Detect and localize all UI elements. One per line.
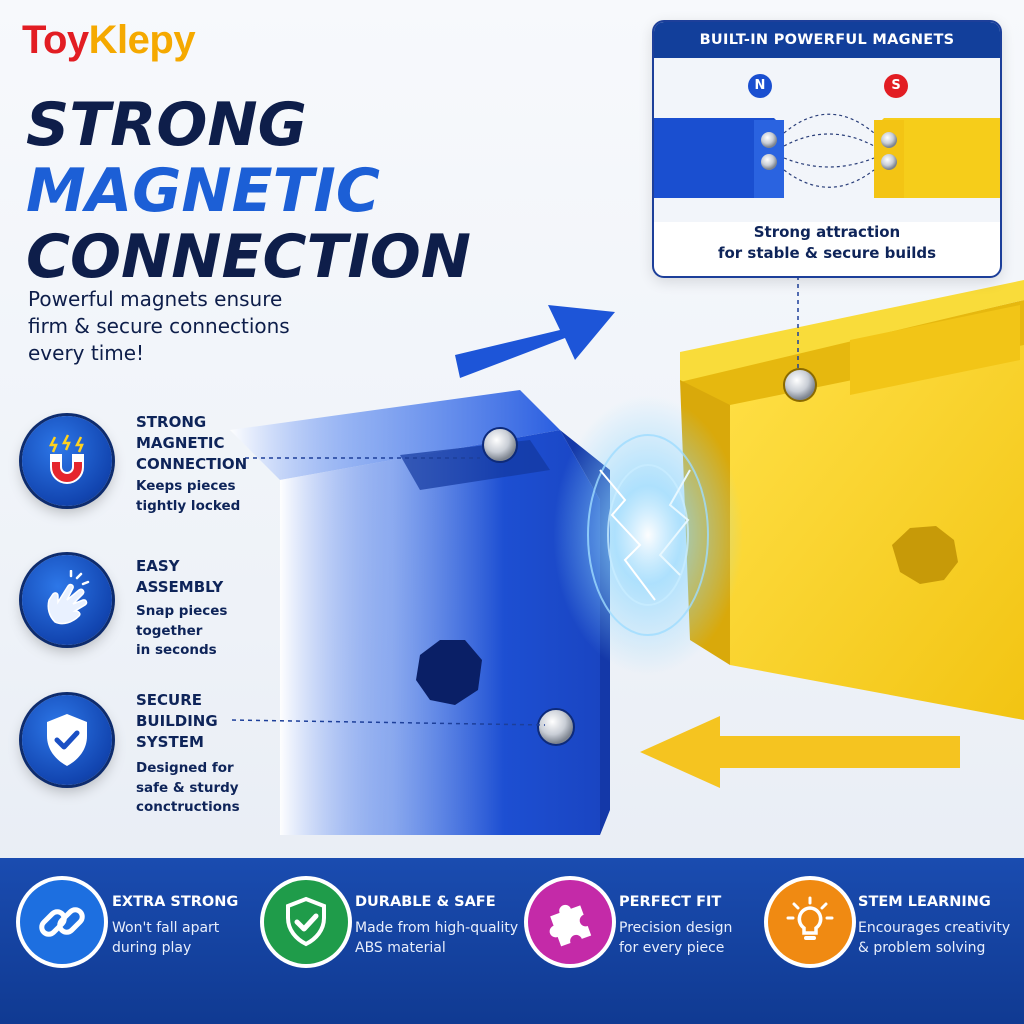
puzzle-piece-icon — [549, 904, 592, 947]
benefit-desc: Made from high-quality ABS material — [355, 920, 519, 956]
inset-caption: Strong attraction for stable & secure bu… — [717, 223, 937, 262]
benefit-title: PERFECT FIT — [619, 894, 722, 910]
brand-logo-part1: Toy — [22, 18, 89, 62]
product-illustration — [230, 276, 1024, 835]
benefit-desc: Precision design for every piece — [619, 920, 733, 956]
feature-easy-assembly: EASY ASSEMBLY Snap pieces together in se… — [136, 556, 227, 661]
feature-desc: Snap pieces together in seconds — [136, 603, 228, 658]
feature-title: STRONG MAGNETIC CONNECTION — [136, 413, 248, 473]
magnet-field-diagram — [654, 58, 1000, 222]
inset-title: BUILT-IN POWERFUL MAGNETS — [654, 22, 1000, 58]
page-title: STRONG MAGNETIC CONNECTION — [26, 92, 471, 290]
feature-secure-building: SECURE BUILDING SYSTEM Designed for safe… — [136, 690, 240, 818]
benefit-icon-durable — [264, 880, 348, 964]
chain-link-icon — [39, 907, 85, 937]
feature-icon-hand — [22, 555, 112, 645]
feature-icon-magnet — [22, 416, 112, 506]
benefit-title: EXTRA STRONG — [112, 894, 239, 910]
benefit-icon-extra-strong — [20, 880, 104, 964]
benefit-perfect-fit: PERFECT FIT Precision design for every p… — [619, 892, 732, 958]
north-pole-badge: N — [748, 74, 772, 98]
south-pole-badge: S — [884, 74, 908, 98]
title-line-2: MAGNETIC — [26, 156, 380, 226]
feature-icon-shield — [22, 695, 112, 785]
magnet-inset-panel: BUILT-IN POWERFUL MAGNETS N S Strong att… — [652, 20, 1002, 278]
feature-title: EASY ASSEMBLY — [136, 557, 224, 596]
feature-strong-magnetic: STRONG MAGNETIC CONNECTION Keeps pieces … — [136, 412, 247, 516]
benefit-title: STEM LEARNING — [858, 894, 991, 910]
shield-check-icon — [47, 714, 87, 766]
benefit-desc: Won't fall apart during play — [112, 920, 220, 956]
brand-logo-part2: Klepy — [88, 18, 196, 62]
benefits-band — [0, 858, 1024, 1024]
magnet-icon — [48, 434, 84, 484]
benefit-icon-stem — [768, 880, 852, 964]
hand-snap-icon — [47, 570, 90, 625]
title-line-1: STRONG — [26, 90, 307, 160]
benefit-extra-strong: EXTRA STRONG Won't fall apart during pla… — [112, 892, 238, 958]
benefit-stem-learning: STEM LEARNING Encourages creativity & pr… — [858, 892, 1010, 958]
page-subtitle: Powerful magnets ensure firm & secure co… — [28, 287, 290, 365]
brand-logo: ToyKlepy — [22, 18, 196, 63]
benefit-desc: Encourages creativity & problem solving — [858, 920, 1011, 956]
shield-check-icon — [286, 896, 326, 947]
benefit-durable-safe: DURABLE & SAFE Made from high-quality AB… — [355, 892, 518, 958]
benefit-title: DURABLE & SAFE — [355, 894, 496, 910]
feature-title: SECURE BUILDING SYSTEM — [136, 691, 218, 751]
feature-desc: Designed for safe & sturdy conctructions — [136, 760, 240, 815]
lightbulb-icon — [786, 896, 834, 940]
feature-desc: Keeps pieces tightly locked — [136, 478, 241, 514]
benefit-icon-perfect-fit — [528, 880, 612, 964]
title-line-3: CONNECTION — [26, 222, 471, 292]
